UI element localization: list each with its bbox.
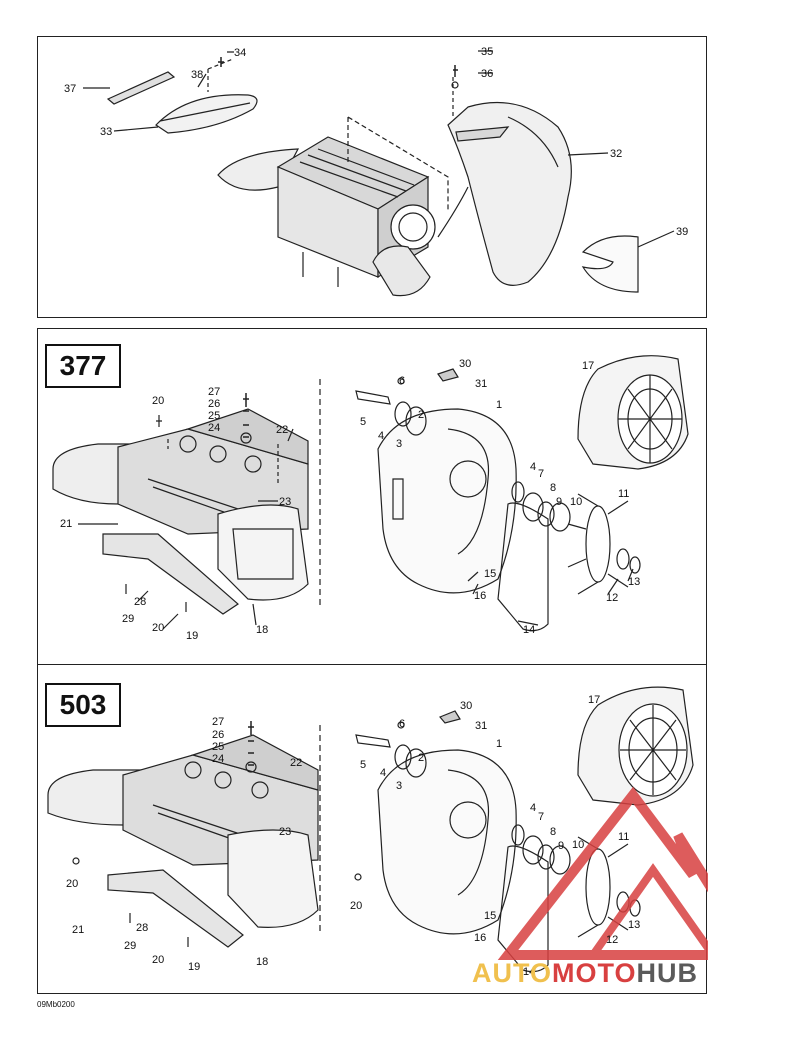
- callout-label: 18: [256, 956, 269, 968]
- callout-label: 29: [124, 940, 137, 952]
- engine-377-drawing: [52, 355, 689, 632]
- watermark-text: AUTOMOTOHUB: [472, 958, 699, 988]
- callout-label: 31: [475, 720, 488, 732]
- callout-label: 19: [188, 961, 201, 973]
- callout-label: 4: [530, 802, 537, 814]
- callout-label: 1: [496, 738, 503, 750]
- callout-label: 32: [610, 148, 623, 160]
- callout-label: 24: [208, 422, 221, 434]
- callout-label: 20: [66, 878, 79, 890]
- model-badge-377: 377: [45, 344, 121, 388]
- callout-label: 25: [208, 410, 221, 422]
- callout-label: 12: [606, 934, 619, 946]
- callout-label: 38: [191, 69, 204, 81]
- callout-label: 3: [396, 438, 403, 450]
- callout-label: 17: [582, 360, 595, 372]
- callout-label: 10: [572, 839, 585, 851]
- callout-label: 13: [628, 919, 641, 931]
- callout-label: 15: [484, 568, 497, 580]
- callout-label: 22: [290, 757, 303, 769]
- callout-label: 20: [152, 622, 165, 634]
- callout-label: 37: [64, 83, 77, 95]
- callout-label: 36: [481, 68, 494, 80]
- callout-label: 20: [152, 954, 165, 966]
- callout-label: 14: [523, 966, 536, 978]
- callout-label: 26: [212, 729, 225, 741]
- callout-label: 27: [208, 386, 221, 398]
- callout-label: 4: [378, 430, 385, 442]
- callout-label: 35: [481, 46, 494, 58]
- model-badge-503: 503: [45, 683, 121, 727]
- callout-label: 8: [550, 826, 557, 838]
- callout-label: 23: [279, 826, 292, 838]
- callout-label: 26: [208, 398, 221, 410]
- callout-label: 39: [676, 226, 689, 238]
- callout-label: 14: [523, 624, 536, 636]
- callout-label: 2: [418, 752, 425, 764]
- callout-label: 15: [484, 910, 497, 922]
- callout-label: 20: [152, 395, 165, 407]
- callout-label: 21: [60, 518, 73, 530]
- callout-label: 25: [212, 741, 225, 753]
- callout-label: 30: [460, 700, 473, 712]
- callout-label: 24: [212, 753, 225, 765]
- callout-label: 23: [279, 496, 292, 508]
- callout-label: 11: [618, 831, 630, 843]
- callout-label: 21: [72, 924, 85, 936]
- callout-label: 13: [628, 576, 641, 588]
- callout-label: 29: [122, 613, 135, 625]
- diagram-panel-engine-overview: 34 38 37 33 35 36 32 39: [37, 36, 707, 318]
- callout-label: 17: [588, 694, 601, 706]
- callout-label: 10: [570, 496, 583, 508]
- callout-label: 4: [380, 767, 387, 779]
- callout-label: 19: [186, 630, 199, 642]
- callout-label: 28: [134, 596, 147, 608]
- callout-label: 27: [212, 716, 225, 728]
- callout-label: 16: [474, 932, 487, 944]
- callout-label: 22: [276, 424, 289, 436]
- callout-label: 12: [606, 592, 619, 604]
- callout-label: 18: [256, 624, 269, 636]
- callout-label: 11: [618, 488, 630, 500]
- callout-label: 30: [459, 358, 472, 370]
- callout-label: 34: [234, 47, 247, 59]
- callout-label: 1: [496, 399, 503, 411]
- engine-503-drawing: [47, 686, 708, 973]
- engine-overview-drawing: [83, 50, 675, 297]
- watermark-logo-triangle: [497, 786, 708, 960]
- callout-label: 6: [399, 718, 406, 730]
- callout-label: 28: [136, 922, 149, 934]
- callout-label: 20: [350, 900, 363, 912]
- callout-label: 33: [100, 126, 113, 138]
- callout-label: 5: [360, 759, 367, 771]
- callout-label: 2: [418, 409, 425, 421]
- callout-label: 8: [550, 482, 557, 494]
- callout-label: 5: [360, 416, 367, 428]
- callout-label: 16: [474, 590, 487, 602]
- callout-label: 31: [475, 378, 488, 390]
- callout-label: 3: [396, 780, 403, 792]
- callout-label: 4: [530, 461, 537, 473]
- callout-label: 9: [558, 840, 565, 852]
- callout-label: 7: [538, 468, 545, 480]
- drawing-code: 09Mb0200: [37, 1000, 75, 1009]
- callout-label: 9: [556, 496, 563, 508]
- callout-label: 7: [538, 811, 545, 823]
- callout-label: 6: [399, 375, 406, 387]
